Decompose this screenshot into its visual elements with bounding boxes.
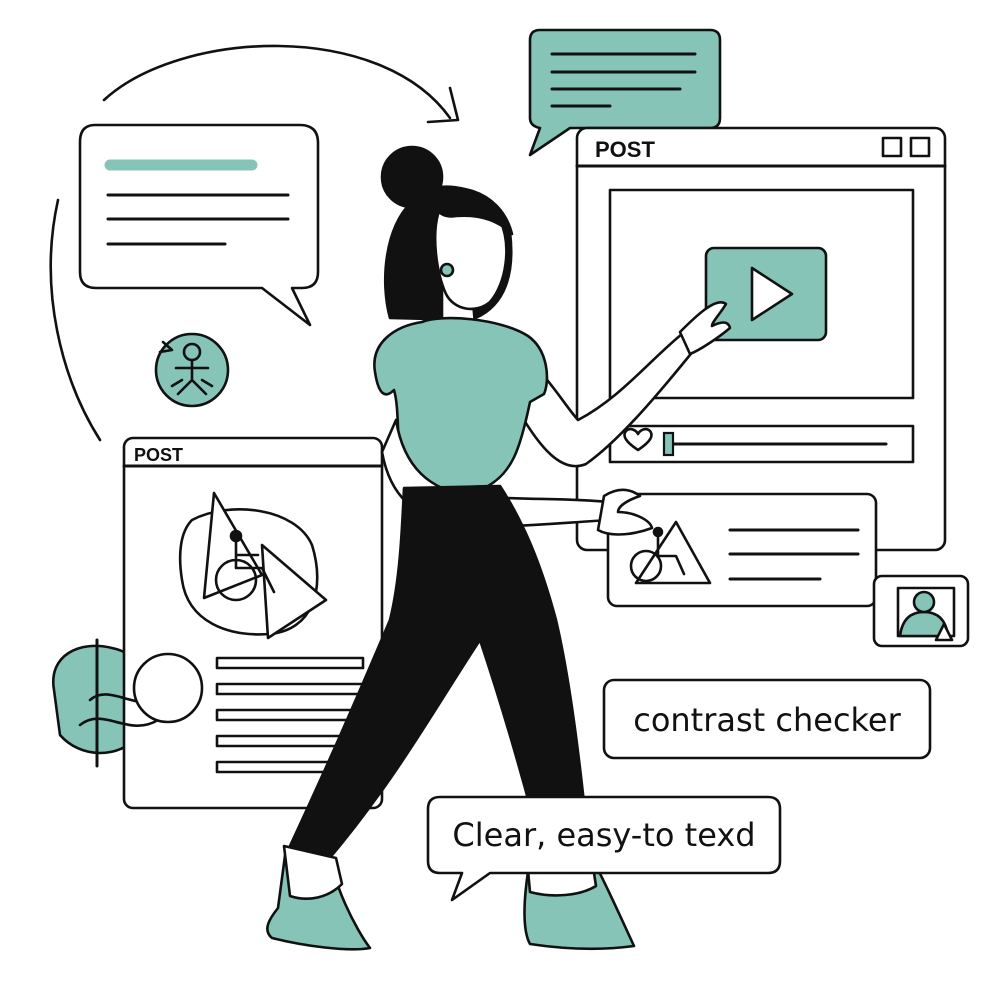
post-window-main: POST <box>575 126 947 552</box>
progress-slider[interactable] <box>662 431 888 457</box>
alt-text-card <box>606 492 878 608</box>
readable-text-label: Clear, easy-to texd <box>452 816 755 854</box>
speech-bubble-teal <box>528 28 722 157</box>
square-icon[interactable] <box>881 136 903 158</box>
post-main-title: POST <box>595 137 655 162</box>
play-icon <box>260 543 328 640</box>
post-left-title: POST <box>134 445 183 465</box>
heart-icon[interactable] <box>623 427 653 452</box>
wheelchair-accessibility-icon <box>214 529 276 602</box>
wheelchair-icon <box>629 526 686 583</box>
square-icon[interactable] <box>909 136 931 158</box>
post-window-left: POST <box>51 436 384 810</box>
circular-arrow-icon <box>49 44 460 442</box>
accessibility-person-icon <box>154 332 230 408</box>
play-button[interactable] <box>704 246 828 342</box>
speech-bubble-left <box>78 123 320 327</box>
woman-figure <box>266 145 732 951</box>
user-image-icon <box>872 574 970 648</box>
readable-text-bubble: Clear, easy-to texd <box>426 795 782 902</box>
play-icon <box>750 266 794 322</box>
contrast-checker-text: contrast checker <box>633 701 901 739</box>
contrast-checker-label: contrast checker <box>602 678 932 760</box>
